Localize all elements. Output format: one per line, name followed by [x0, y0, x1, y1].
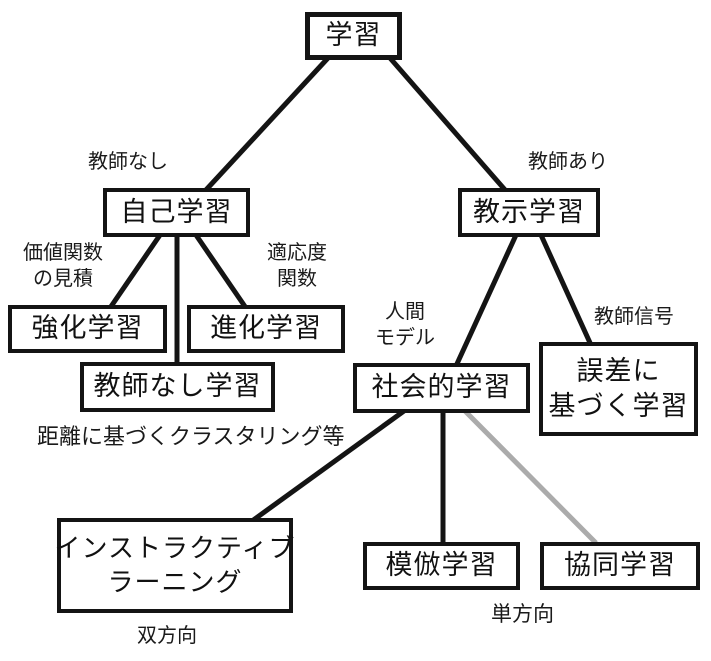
- node-label: 模倣学習: [385, 550, 498, 581]
- node-instructed-learning: 教示学習: [458, 188, 600, 237]
- annotation-clustering-note: 距離に基づくクラスタリング等: [37, 424, 345, 449]
- annotation-unidirectional: 単方向: [491, 603, 554, 626]
- edge-self-to-reinforcement: [107, 233, 163, 310]
- node-reinforcement-learning: 強化学習: [8, 305, 167, 353]
- annotation-teacher-signal: 教師信号: [594, 306, 674, 328]
- node-error-based-learning: 誤差に 基づく学習: [539, 342, 698, 436]
- annotation-line1: 人間: [385, 301, 425, 323]
- annotation-no-teacher: 教師なし: [88, 151, 168, 173]
- node-label: 学習: [325, 20, 382, 51]
- node-label: 進化学習: [210, 313, 322, 344]
- node-learning: 学習: [305, 12, 402, 60]
- annotation-bidirectional: 双方向: [137, 625, 197, 647]
- annotation-line2: モデル: [375, 326, 435, 349]
- node-label: 社会的学習: [371, 372, 512, 403]
- edge-learning-to-self: [203, 56, 330, 193]
- node-label: 教示学習: [473, 196, 585, 227]
- node-label: 強化学習: [31, 313, 144, 344]
- node-social-learning: 社会的学習: [353, 363, 530, 413]
- node-label-line2: ラーニング: [107, 566, 243, 597]
- node-evolutionary-learning: 進化学習: [187, 305, 345, 353]
- annotation-human-model: 人間 モデル: [366, 300, 444, 351]
- node-label-line2: 基づく学習: [548, 391, 689, 421]
- node-label: 自己学習: [120, 196, 233, 227]
- annotation-line1: 価値関数: [23, 242, 103, 264]
- node-instructive-learning: インストラクティブ ラーニング: [54, 518, 296, 613]
- annotation-line2: の見積: [33, 267, 93, 290]
- edge-learning-to-instructed: [388, 56, 508, 193]
- node-cooperative-learning: 協同学習: [540, 542, 700, 590]
- annotation-value-function: 価値関数 の見積: [6, 241, 120, 292]
- edge-instructed-to-errorbased: [538, 233, 594, 347]
- annotation-fitness-function: 適応度 関数: [250, 241, 344, 292]
- edge-social-to-instructive: [250, 408, 406, 524]
- edge-social-to-cooperative: [463, 409, 598, 545]
- node-label: 協同学習: [564, 550, 676, 581]
- edge-self-to-evolutionary: [193, 233, 249, 310]
- node-label: 教師なし学習: [93, 371, 262, 402]
- node-label-line1: 誤差に: [576, 355, 661, 386]
- node-self-learning: 自己学習: [103, 188, 250, 237]
- edge-instructed-to-social: [453, 233, 519, 368]
- node-unsupervised-learning: 教師なし学習: [80, 362, 275, 412]
- annotation-line2: 関数: [277, 267, 317, 290]
- node-label-line1: インストラクティブ: [54, 532, 296, 563]
- node-imitation-learning: 模倣学習: [363, 542, 520, 590]
- annotation-line1: 適応度: [267, 242, 327, 264]
- annotation-with-teacher: 教師あり: [528, 151, 608, 173]
